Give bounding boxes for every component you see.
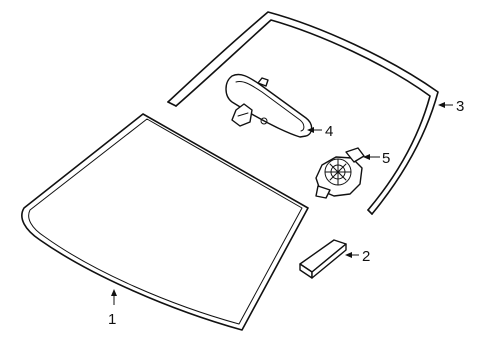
leader-line-4 [307, 127, 322, 133]
leader-line-1 [111, 289, 117, 305]
callout-2: 2 [362, 248, 370, 265]
part-2-trim-piece [299, 239, 347, 279]
callout-5: 5 [382, 150, 390, 167]
part-1-windshield-glass [21, 113, 309, 331]
part-3-windshield-molding [167, 11, 439, 215]
callout-3: 3 [456, 98, 464, 115]
leader-line-2 [345, 252, 359, 258]
part-5-rain-sensor [315, 147, 365, 199]
callout-1: 1 [108, 311, 116, 328]
leader-line-5 [363, 154, 380, 160]
part-4-rearview-mirror [225, 73, 313, 138]
leader-line-3 [438, 102, 453, 108]
callout-4: 4 [325, 123, 333, 140]
